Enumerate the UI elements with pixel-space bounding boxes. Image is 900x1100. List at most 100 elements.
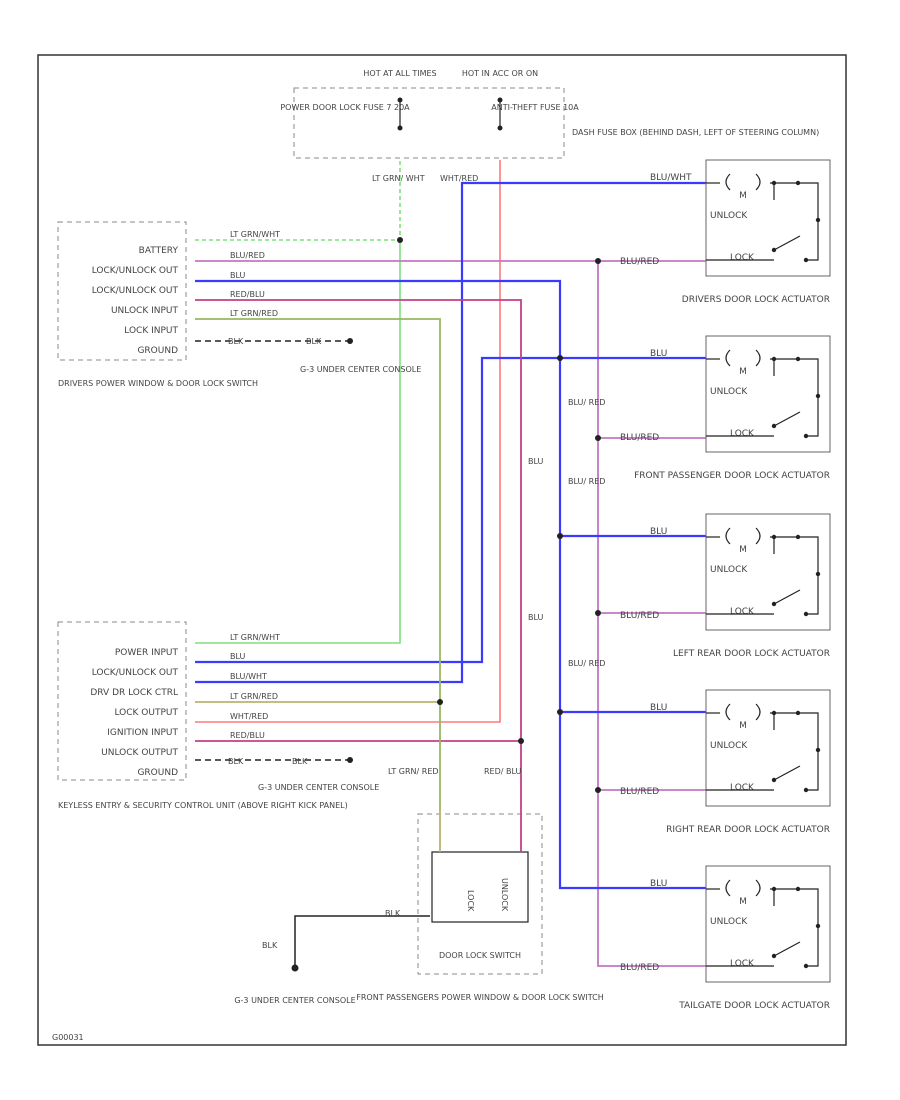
contact-dot bbox=[771, 777, 777, 783]
wire-label: BLU/RED bbox=[230, 251, 265, 260]
wire-blu-red-bus bbox=[597, 261, 706, 967]
actuator-box bbox=[705, 335, 831, 453]
keyless-entry-control-unit: POWER INPUT LOCK/UNLOCK OUT DRV DR LOCK … bbox=[57, 621, 379, 810]
ground-point bbox=[291, 964, 299, 972]
actuator-top-wire-label: BLU bbox=[650, 527, 667, 537]
anti-theft-fuse-label: ANTI-THEFT FUSE 10A bbox=[491, 103, 579, 112]
ground-label: G-3 UNDER CENTER CONSOLE bbox=[300, 365, 421, 374]
hot-at-all-times-label: HOT AT ALL TIMES bbox=[363, 69, 436, 78]
actuator-box bbox=[705, 689, 831, 807]
pin-label: DRV DR LOCK CTRL bbox=[90, 688, 178, 698]
drivers-power-window-switch: BATTERY LOCK/UNLOCK OUT LOCK/UNLOCK OUT … bbox=[57, 221, 421, 388]
pin-label: LOCK/UNLOCK OUT bbox=[92, 286, 179, 296]
pin-label: LOCK INPUT bbox=[124, 326, 178, 336]
pin-label: GROUND bbox=[137, 346, 178, 356]
motor-icon bbox=[725, 173, 761, 191]
wire-label: BLU bbox=[230, 652, 246, 661]
actuator-switch-blade bbox=[773, 765, 801, 781]
wire-label: BLK bbox=[228, 757, 244, 766]
bottom-ground-label: G-3 UNDER CENTER CONSOLE bbox=[234, 996, 355, 1005]
junction-dot bbox=[595, 258, 601, 264]
drivers-switch-label-text: DRIVERS POWER WINDOW & DOOR LOCK SWITCH bbox=[58, 379, 258, 388]
actuator-label: TAILGATE DOOR LOCK ACTUATOR bbox=[678, 1001, 830, 1011]
actuator-bottom-wire-label: BLU/RED bbox=[620, 787, 659, 797]
junction-dot bbox=[437, 699, 443, 705]
motor-label: M bbox=[739, 545, 747, 555]
actuator-switch-blade bbox=[773, 589, 801, 605]
wire-label: BLK bbox=[385, 909, 401, 918]
wire-lt-grn-red bbox=[195, 318, 441, 810]
actuator-unlock-label: UNLOCK bbox=[710, 565, 748, 575]
actuator-lock-label: LOCK bbox=[730, 959, 755, 969]
ground-label: G-3 UNDER CENTER CONSOLE bbox=[258, 783, 379, 792]
contact-dot bbox=[771, 356, 777, 362]
contact-dot bbox=[815, 747, 821, 753]
contact-dot bbox=[803, 963, 809, 969]
pin-label: LOCK OUTPUT bbox=[114, 708, 178, 718]
ground-point bbox=[347, 757, 353, 763]
contact-dot bbox=[803, 611, 809, 617]
actuator-label: LEFT REAR DOOR LOCK ACTUATOR bbox=[673, 649, 830, 659]
diagram-frame bbox=[37, 54, 847, 1046]
actuator-box bbox=[705, 159, 831, 277]
contact-dot bbox=[771, 423, 777, 429]
wires bbox=[195, 160, 706, 968]
wire-label: BLU/ RED bbox=[568, 659, 605, 668]
wire-blk-passenger-ground bbox=[294, 915, 430, 968]
actuator-top-wire-label: BLU bbox=[650, 703, 667, 713]
wire-label: BLU bbox=[528, 457, 544, 466]
wire-label: BLU/WHT bbox=[230, 672, 267, 681]
hot-in-acc-label: HOT IN ACC OR ON bbox=[462, 69, 538, 78]
actuator-unlock-label: UNLOCK bbox=[710, 387, 748, 397]
wire-label: BLK bbox=[306, 337, 322, 346]
pin-label: UNLOCK OUTPUT bbox=[101, 748, 178, 758]
actuator-switch-blade bbox=[773, 411, 801, 427]
wire-wht-red bbox=[195, 160, 501, 723]
actuator-bottom-wire-label: BLU/RED bbox=[620, 257, 659, 267]
wire-label: BLK bbox=[262, 941, 278, 950]
actuator-top-wire-label: BLU bbox=[650, 879, 667, 889]
motor-label: M bbox=[739, 191, 747, 201]
wire-label: BLK bbox=[292, 757, 308, 766]
ground-point bbox=[347, 338, 353, 344]
front-passenger-switch: LOCK UNLOCK DOOR LOCK SWITCH FRONT PASSE… bbox=[234, 810, 604, 1005]
junction-dot bbox=[595, 610, 601, 616]
wire-label: BLU bbox=[528, 613, 544, 622]
actuator-top-wire-label: BLU/WHT bbox=[650, 173, 692, 183]
actuator-label: DRIVERS DOOR LOCK ACTUATOR bbox=[682, 295, 830, 305]
contact-dot bbox=[815, 217, 821, 223]
wire-lt-grn-wht-2 bbox=[195, 240, 401, 644]
wire-label: LT GRN/RED bbox=[230, 692, 278, 701]
contact-dot bbox=[771, 886, 777, 892]
actuator-bottom-wire-label: BLU/RED bbox=[620, 433, 659, 443]
contact-dot bbox=[795, 356, 801, 362]
pin-label: POWER INPUT bbox=[115, 648, 179, 658]
wire-red-blu bbox=[195, 299, 522, 810]
actuator-bottom-wire-label: BLU/RED bbox=[620, 611, 659, 621]
actuator-bottom-wire-label: BLU/RED bbox=[620, 963, 659, 973]
actuator-lock-label: LOCK bbox=[730, 429, 755, 439]
motor-icon bbox=[725, 527, 761, 545]
wire-blu-wht bbox=[195, 181, 706, 684]
contact-dot bbox=[803, 257, 809, 263]
contact-dot bbox=[771, 180, 777, 186]
contact-dot bbox=[815, 393, 821, 399]
actuator-label: RIGHT REAR DOOR LOCK ACTUATOR bbox=[666, 825, 830, 835]
junction-dot bbox=[397, 237, 403, 243]
actuator-lock-label: LOCK bbox=[730, 607, 755, 617]
contact-dot bbox=[795, 710, 801, 716]
actuator-switch-blade bbox=[773, 235, 801, 251]
motor-icon bbox=[725, 703, 761, 721]
motor-icon bbox=[725, 879, 761, 897]
dash-fuse-box: HOT AT ALL TIMES HOT IN ACC OR ON POWER … bbox=[280, 69, 819, 159]
wire-label: RED/ BLU bbox=[484, 767, 522, 776]
junction-dot bbox=[518, 738, 524, 744]
keyless-unit-label: KEYLESS ENTRY & SECURITY CONTROL UNIT (A… bbox=[58, 801, 348, 810]
wire-blu-driver bbox=[195, 279, 706, 890]
actuator-switch-blade bbox=[773, 941, 801, 957]
pin-label: UNLOCK INPUT bbox=[111, 306, 179, 316]
wire-label: RED/BLU bbox=[230, 731, 265, 740]
contact-dot bbox=[815, 571, 821, 577]
wire-label: LT GRN/ RED bbox=[388, 767, 439, 776]
